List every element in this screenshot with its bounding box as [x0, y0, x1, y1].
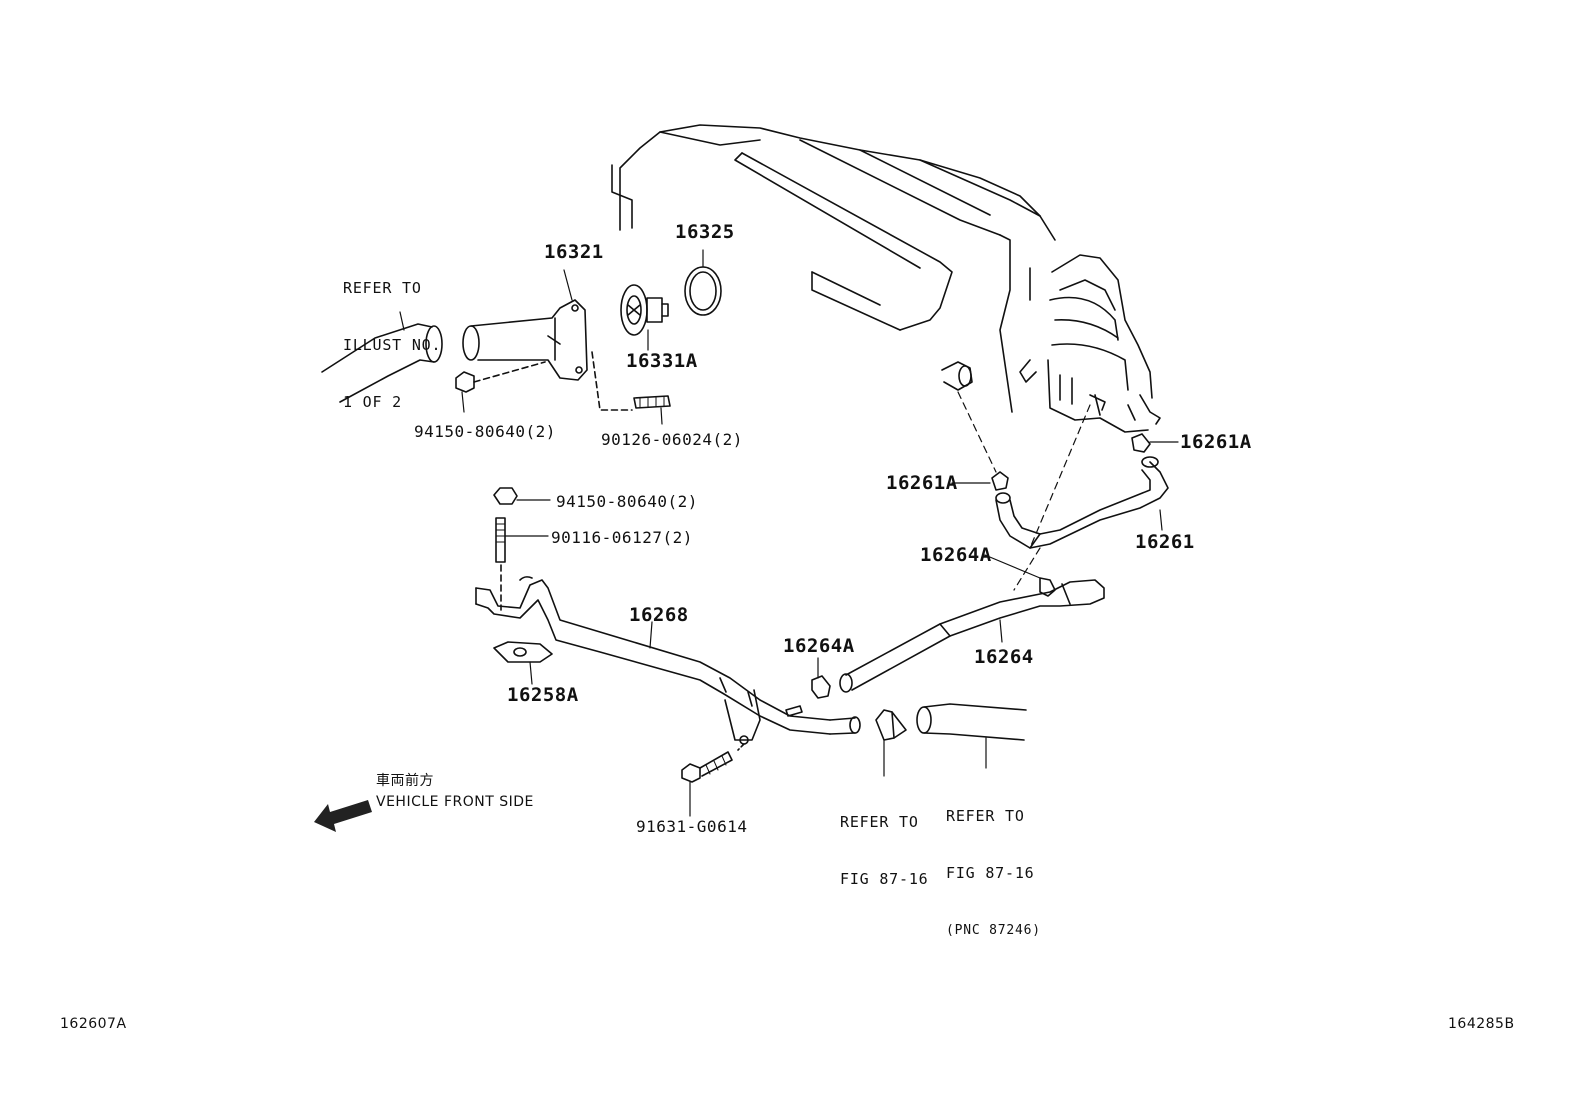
refer-fig-note-1: REFER TO FIG 87-16: [840, 775, 928, 927]
refer-fig2-line2: FIG 87-16: [946, 864, 1035, 882]
part-label-16261a-left: 16261A: [886, 472, 958, 494]
vehicle-front-arrow-icon: [314, 800, 372, 832]
part-label-90116: 90116-06127(2): [551, 528, 693, 547]
nut-stud-stack-lower: [493, 487, 553, 685]
refer-fig1-line1: REFER TO: [840, 813, 919, 831]
refer-fig1-line2: FIG 87-16: [840, 870, 929, 888]
hose-16261: [951, 433, 1179, 549]
refer-fig2-line1: REFER TO: [946, 807, 1025, 825]
dashed-leader-lines: [957, 391, 1091, 591]
part-label-90126: 90126-06024(2): [601, 430, 743, 449]
refer-illust-note: REFER TO ILLUST NO. 1 OF 2: [343, 241, 441, 450]
footer-code-left: 162607A: [60, 1016, 127, 1032]
part-label-16321: 16321: [544, 241, 604, 263]
thermostat-16331a: [620, 284, 669, 351]
part-label-16331a: 16331A: [626, 350, 698, 372]
part-label-91631: 91631-G0614: [636, 817, 748, 836]
refer-fig-note-2: REFER TO FIG 87-16 (PNC 87246): [946, 769, 1041, 978]
part-label-16264a-lower: 16264A: [783, 635, 855, 657]
part-label-16325: 16325: [675, 221, 735, 243]
hose-stub: [941, 361, 973, 391]
bolt-91631: [681, 751, 733, 817]
part-label-16264: 16264: [974, 646, 1034, 668]
clamp-16264a-lower: [811, 657, 831, 699]
refer-illust-line1: REFER TO: [343, 279, 422, 297]
gasket-16325: [684, 249, 722, 316]
part-label-94150-upper: 94150-80640(2): [414, 422, 556, 441]
engine-outline: [611, 124, 1056, 413]
direction-jp-label: 車両前方: [376, 773, 434, 789]
footer-code-right: 164285B: [1448, 1016, 1515, 1032]
direction-en-label: VEHICLE FRONT SIDE: [376, 794, 534, 810]
part-label-16268: 16268: [629, 604, 689, 626]
refer-fig2-line3: (PNC 87246): [946, 923, 1041, 938]
lower-hoses: [875, 703, 1027, 777]
upper-radiator-hose: [321, 311, 443, 403]
refer-illust-line2: ILLUST NO.: [343, 336, 442, 354]
part-label-16261a-right: 16261A: [1180, 431, 1252, 453]
part-label-16258a: 16258A: [507, 684, 579, 706]
part-label-16264a-upper: 16264A: [920, 544, 992, 566]
part-label-16261: 16261: [1135, 531, 1195, 553]
nut-and-stud-upper: [455, 351, 671, 425]
refer-illust-line3: 1 OF 2: [343, 393, 402, 411]
bypass-pipe-16268: [475, 576, 861, 751]
throttle-body: [1019, 254, 1161, 433]
hose-16264: [839, 554, 1105, 693]
part-label-94150-lower: 94150-80640(2): [556, 492, 698, 511]
water-outlet-16321: [462, 269, 588, 381]
